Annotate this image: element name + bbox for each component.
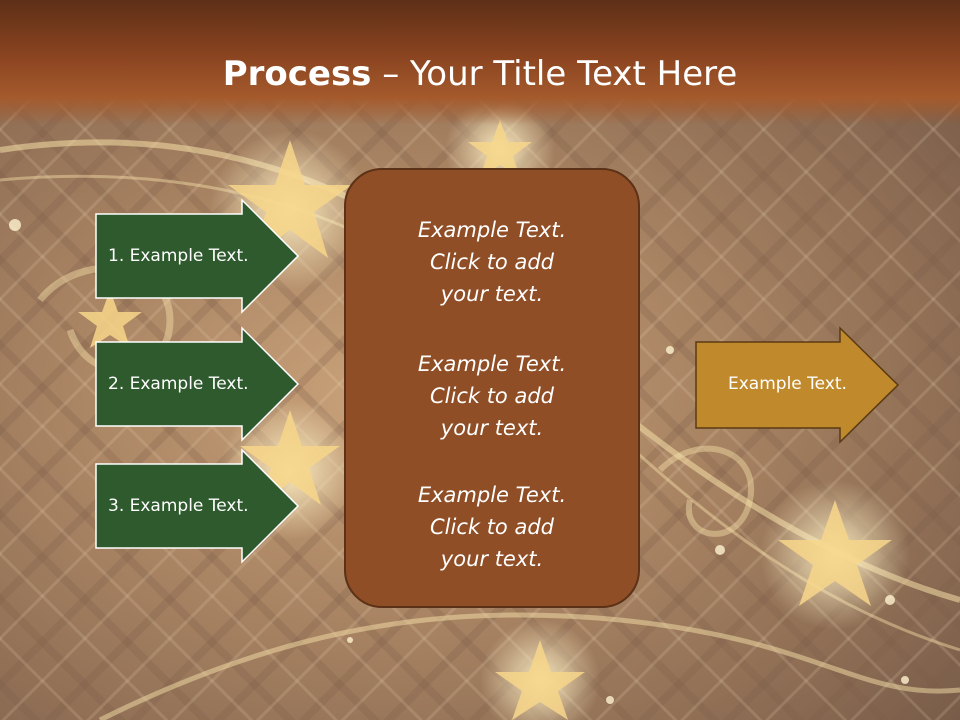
center-paragraph-line: Example Text. (417, 483, 567, 507)
step-1-label: 1. Example Text. (108, 246, 249, 266)
center-paragraph-2: Example Text. Click to add your text. (346, 348, 638, 444)
title-bar (0, 0, 960, 125)
arrow-shape (95, 448, 300, 564)
center-paragraph-line: your text. (440, 547, 544, 571)
arrow-shape (95, 326, 300, 442)
process-result-arrow[interactable]: Example Text. (694, 326, 900, 444)
center-paragraph-3: Example Text. Click to add your text. (346, 479, 638, 575)
center-paragraph-line: Click to add (429, 515, 554, 539)
arrow-shape (695, 326, 900, 444)
result-label: Example Text. (728, 374, 847, 394)
arrow-shape (95, 198, 300, 314)
center-paragraph-line: Click to add (429, 384, 554, 408)
step-2-label: 2. Example Text. (108, 374, 249, 394)
center-paragraph-line: your text. (440, 416, 544, 440)
center-paragraph-1: Example Text. Click to add your text. (346, 214, 638, 310)
slide-title[interactable]: Process – Your Title Text Here (0, 52, 960, 96)
center-paragraph-line: your text. (440, 282, 544, 306)
process-step-3-arrow[interactable]: 3. Example Text. (94, 448, 300, 564)
center-paragraph-line: Example Text. (417, 218, 567, 242)
title-rest-part: – Your Title Text Here (371, 54, 738, 94)
process-step-1-arrow[interactable]: 1. Example Text. (94, 198, 300, 314)
center-paragraph-line: Example Text. (417, 352, 567, 376)
center-paragraph-line: Click to add (429, 250, 554, 274)
title-bold-part: Process (222, 54, 372, 94)
process-step-2-arrow[interactable]: 2. Example Text. (94, 326, 300, 442)
step-3-label: 3. Example Text. (108, 496, 249, 516)
center-text-box[interactable]: Example Text. Click to add your text. Ex… (344, 168, 640, 608)
